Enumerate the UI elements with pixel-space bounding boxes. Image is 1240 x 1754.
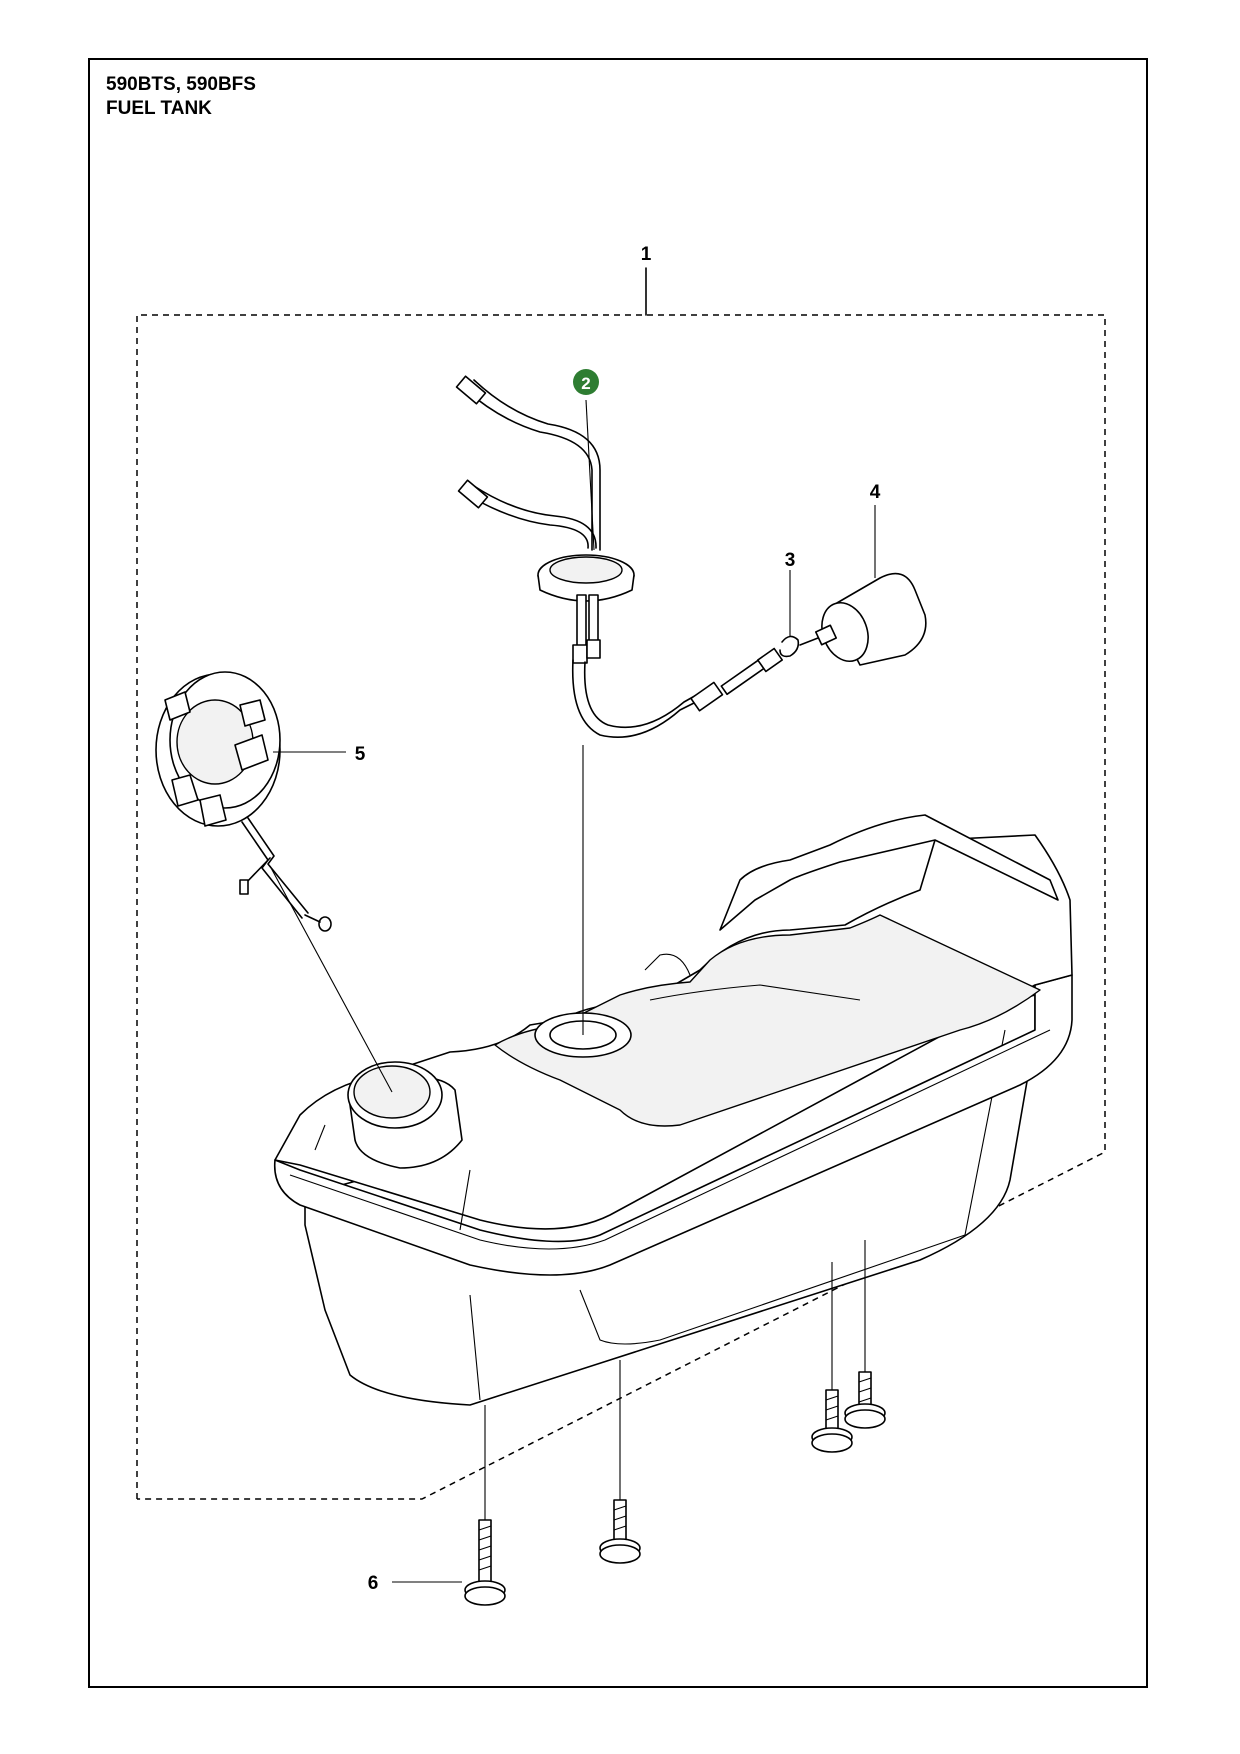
screw <box>844 1240 886 1429</box>
hose-clamp <box>779 570 800 658</box>
fuel-filter <box>799 505 927 666</box>
fuel-hose-assembly <box>455 375 784 1035</box>
callout-2-badge: 2 <box>573 369 599 395</box>
screw <box>599 1360 641 1564</box>
callout-1: 1 <box>641 244 652 265</box>
callout-6: 6 <box>368 1573 379 1594</box>
model-title: 590BTS, 590BFS <box>106 74 256 95</box>
screw <box>811 1262 853 1453</box>
callout-4: 4 <box>870 482 881 503</box>
screw <box>464 1405 506 1606</box>
fuel-cap <box>155 671 393 1093</box>
fuel-tank <box>273 814 1073 1406</box>
callout-3: 3 <box>785 550 796 571</box>
callout-2: 2 <box>581 374 590 393</box>
section-title: FUEL TANK <box>106 98 212 119</box>
assembly-boundary <box>136 267 1106 1500</box>
page-frame <box>88 58 1148 1688</box>
callout-5: 5 <box>355 744 366 765</box>
